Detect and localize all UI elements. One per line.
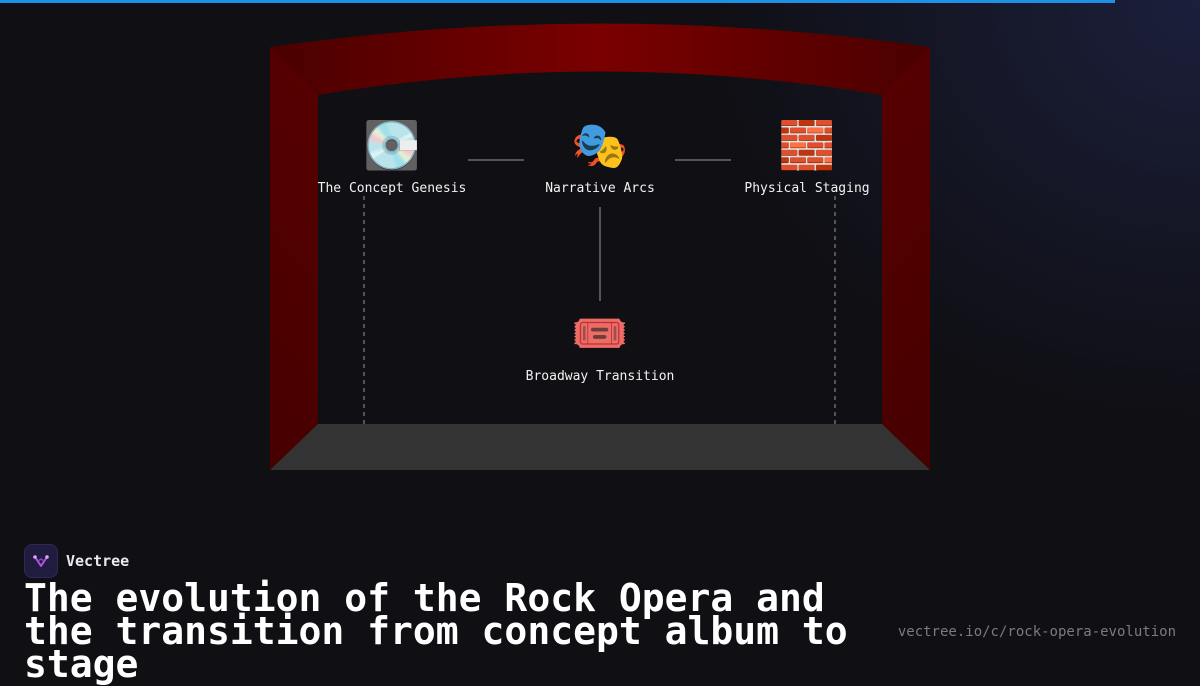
page-title: The evolution of the Rock Opera and the … — [24, 576, 848, 686]
node-label: The Concept Genesis — [317, 181, 467, 196]
progress-bar — [0, 0, 1115, 3]
node-label: Broadway Transition — [525, 369, 675, 384]
curtain-left — [270, 47, 318, 470]
cd-disc-icon: 💽 — [363, 118, 421, 172]
theater-masks-icon: 🎭 — [571, 118, 629, 172]
stage-floor — [270, 424, 930, 470]
node-concept-genesis[interactable]: 💽 The Concept Genesis — [292, 117, 492, 196]
brand-name: Vectree — [66, 552, 130, 570]
node-label: Physical Staging — [744, 181, 870, 196]
node-physical-staging[interactable]: 🧱 Physical Staging — [707, 117, 907, 196]
node-broadway-transition[interactable]: 🎟️ Broadway Transition — [500, 305, 700, 384]
curtain-arch — [270, 23, 930, 470]
curtain-right — [882, 47, 930, 470]
vectree-logo-icon — [24, 544, 58, 578]
page-url[interactable]: vectree.io/c/rock-opera-evolution — [897, 624, 1176, 640]
brick-wall-icon: 🧱 — [778, 118, 836, 172]
node-narrative-arcs[interactable]: 🎭 Narrative Arcs — [500, 117, 700, 196]
brand[interactable]: Vectree — [24, 544, 129, 578]
ticket-icon: 🎟️ — [571, 306, 629, 360]
node-label: Narrative Arcs — [545, 181, 655, 196]
